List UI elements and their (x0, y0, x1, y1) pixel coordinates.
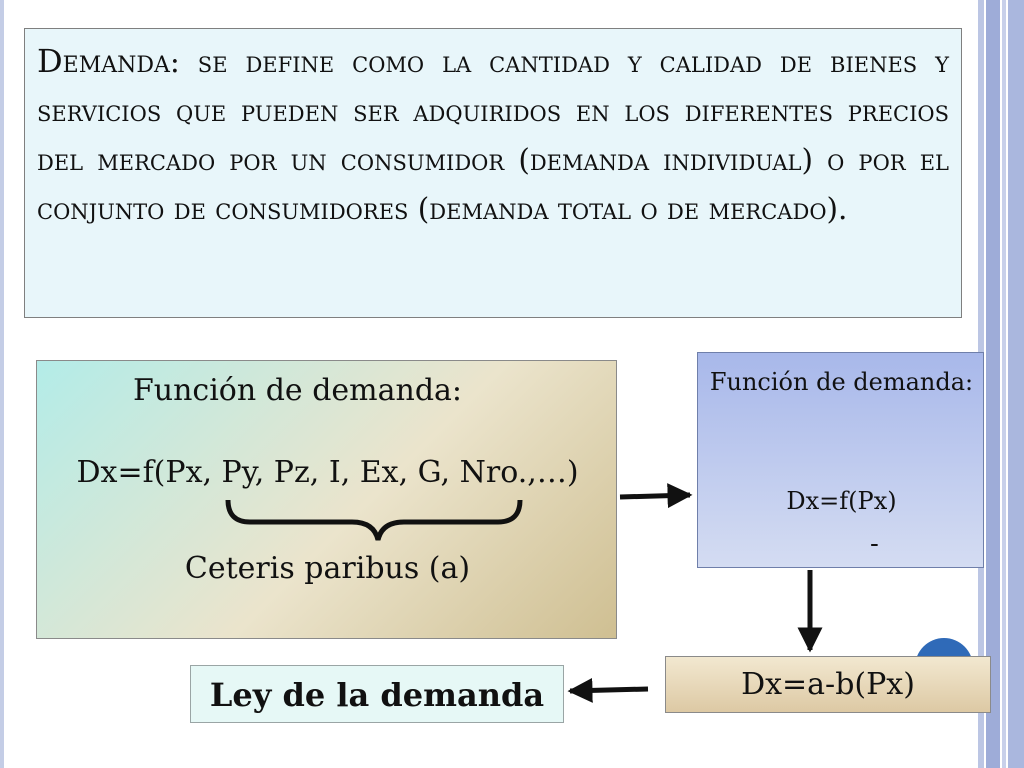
law-of-demand-label: Ley de la demanda (209, 676, 545, 714)
ceteris-paribus-label: Ceteris paribus (a) (184, 551, 471, 586)
definition-box: Demanda: se define como la cantidad y ca… (24, 28, 962, 318)
arrow-left (567, 677, 649, 703)
linear-demand-formula: Dx=a-b(Px) (741, 667, 915, 702)
function-box-title: Función de demanda: (132, 373, 463, 408)
linear-demand-box: Dx=a-b(Px) (665, 656, 991, 713)
definition-term: Demanda (37, 42, 170, 80)
left-edge-line (0, 0, 4, 768)
arrow-right (619, 483, 693, 509)
function-box-formula: Dx=f(Px, Py, Pz, I, Ex, G, Nro.,…) (76, 455, 579, 490)
simple-function-box: Función de demanda: Dx=f(Px) - (697, 352, 984, 568)
simple-function-formula: Dx=f(Px) (786, 487, 897, 515)
law-of-demand-box: Ley de la demanda (190, 665, 564, 723)
curly-brace (225, 499, 523, 541)
function-box: Función de demanda: Dx=f(Px, Py, Pz, I, … (36, 360, 617, 639)
definition-colon: : (169, 45, 180, 79)
negative-sign: - (870, 529, 879, 559)
definition-text: se define como la cantidad y calidad de … (37, 45, 949, 226)
simple-function-title: Función de demanda: (709, 368, 974, 396)
